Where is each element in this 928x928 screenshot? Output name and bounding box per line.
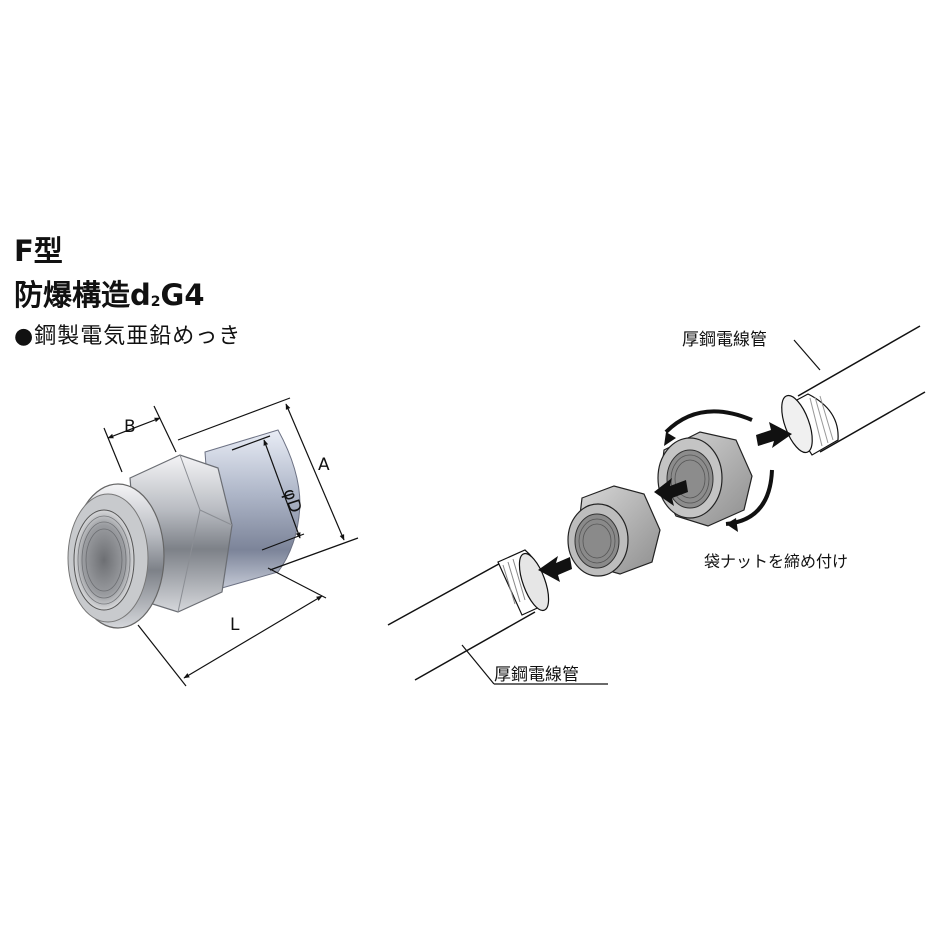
cap-nut bbox=[657, 431, 753, 527]
standard-tail: G4 bbox=[160, 278, 205, 312]
fitting-product-image bbox=[67, 429, 301, 629]
dim-a-label: A bbox=[318, 455, 330, 475]
connector-body bbox=[567, 485, 661, 577]
leader-top bbox=[793, 339, 821, 371]
dimension-lines bbox=[103, 397, 359, 687]
dim-l-label: L bbox=[230, 615, 240, 635]
standard-main: 防爆構造d bbox=[14, 278, 151, 312]
standard-title: 防爆構造d2G4 bbox=[14, 272, 205, 314]
label-conduit-top: 厚鋼電線管 bbox=[682, 330, 767, 350]
label-conduit-bottom: 厚鋼電線管 bbox=[494, 665, 579, 685]
fitting-threaded-bore bbox=[73, 509, 135, 611]
dim-b-label: B bbox=[124, 417, 136, 437]
standard-subscript: 2 bbox=[150, 294, 161, 310]
push-arrow-bottom-conduit bbox=[538, 556, 572, 582]
conduit-top bbox=[781, 325, 926, 456]
dim-l-line bbox=[183, 595, 323, 679]
dim-b-line bbox=[107, 417, 161, 439]
dim-d-line bbox=[263, 439, 301, 539]
material-note: ●鋼製電気亜鉛めっき bbox=[14, 324, 242, 349]
label-nut-instruction: 袋ナットを締め付け bbox=[704, 552, 848, 571]
conduit-bottom bbox=[387, 549, 550, 681]
dim-a-line bbox=[285, 403, 345, 541]
rotation-arrow-top bbox=[664, 409, 753, 434]
push-arrows bbox=[538, 422, 792, 582]
model-title: F型 bbox=[14, 234, 63, 268]
push-arrow-connector bbox=[654, 478, 688, 506]
push-arrow-top-conduit bbox=[756, 422, 792, 448]
leader-bottom bbox=[461, 644, 495, 685]
rotation-arrows bbox=[664, 409, 774, 532]
